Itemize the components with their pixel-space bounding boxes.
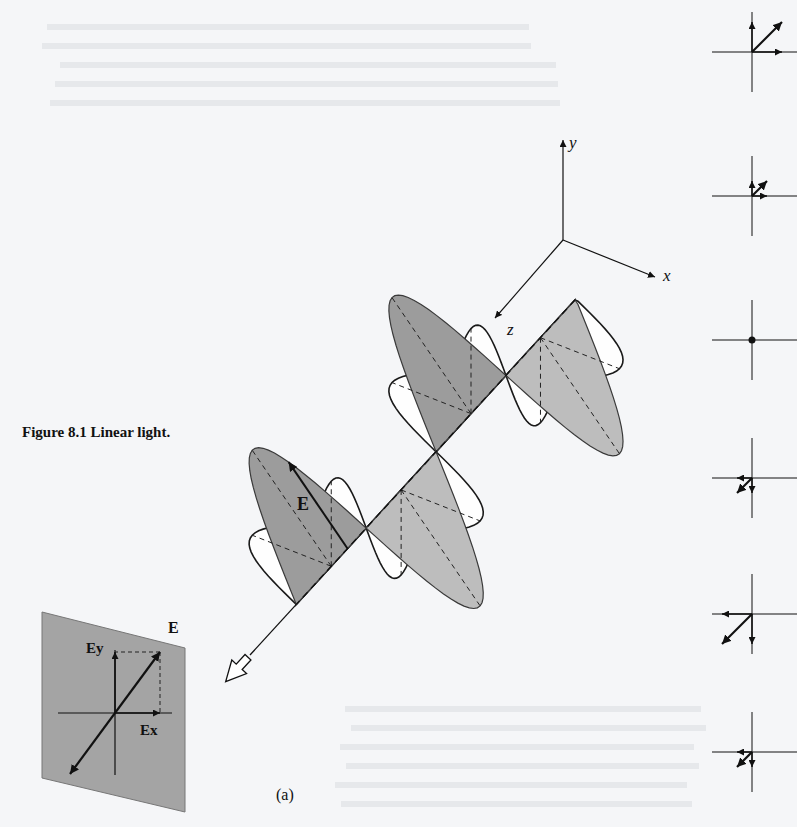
faded-text-line bbox=[42, 43, 531, 49]
figure-caption: Figure 8.1 Linear light. bbox=[22, 424, 170, 441]
vector-label: E bbox=[168, 619, 179, 637]
faded-text-line bbox=[341, 801, 692, 807]
faded-text-line bbox=[60, 62, 556, 68]
e-double-arrow bbox=[70, 652, 160, 774]
propagation-arrow bbox=[226, 655, 251, 682]
faded-text-line bbox=[345, 706, 701, 712]
state-cross bbox=[712, 574, 797, 654]
state-cross bbox=[712, 12, 797, 92]
amplitude-dash bbox=[392, 383, 471, 414]
faded-text-line bbox=[346, 763, 699, 769]
axis-label: y bbox=[569, 133, 577, 153]
polarization-plane bbox=[42, 612, 185, 812]
propagation-axis bbox=[296, 300, 575, 604]
amplitude-dash bbox=[540, 338, 619, 454]
propagation-axis bbox=[250, 604, 296, 655]
e-field-lobe bbox=[249, 448, 366, 605]
e-field-lobe bbox=[506, 300, 623, 456]
wave-drawing bbox=[226, 295, 623, 682]
e-vector-arrow bbox=[289, 462, 348, 548]
projection-dash bbox=[115, 652, 160, 653]
axis-label: z bbox=[507, 320, 514, 340]
y-axis bbox=[562, 140, 563, 240]
plane-panel bbox=[42, 612, 185, 812]
state-cross bbox=[712, 156, 797, 236]
e-field-lobe bbox=[366, 452, 483, 609]
component-label: Ex bbox=[140, 722, 158, 739]
projection-dash bbox=[160, 652, 161, 713]
amplitude-dash bbox=[392, 298, 471, 414]
amplitude-dash bbox=[401, 490, 480, 521]
axis-label: x bbox=[663, 266, 671, 286]
faded-text-line bbox=[55, 81, 558, 87]
state-cross bbox=[712, 438, 797, 518]
state-cross bbox=[712, 712, 797, 792]
state-cross bbox=[712, 300, 797, 380]
faded-text-line bbox=[351, 725, 706, 731]
ex-component-arrow bbox=[115, 712, 160, 714]
polarization-states bbox=[712, 12, 797, 792]
e-field-lobe bbox=[389, 295, 506, 452]
amplitude-dash bbox=[540, 338, 619, 369]
vector-label: E bbox=[297, 494, 309, 515]
coordinate-axes bbox=[495, 140, 655, 318]
z-axis bbox=[495, 240, 563, 318]
amplitude-dash bbox=[401, 490, 402, 575]
amplitude-dash bbox=[252, 535, 331, 566]
x-axis bbox=[563, 240, 655, 277]
faded-text-line bbox=[47, 24, 529, 30]
amplitude-dash bbox=[471, 329, 472, 414]
amplitude-dash bbox=[401, 490, 480, 606]
faded-text-line bbox=[335, 782, 687, 788]
faded-text-line bbox=[50, 100, 560, 106]
faded-text-line bbox=[340, 744, 694, 750]
amplitude-dash bbox=[540, 338, 541, 423]
panel-label: (a) bbox=[276, 786, 294, 804]
component-label: Ey bbox=[86, 640, 104, 657]
ey-component-arrow bbox=[114, 652, 116, 713]
